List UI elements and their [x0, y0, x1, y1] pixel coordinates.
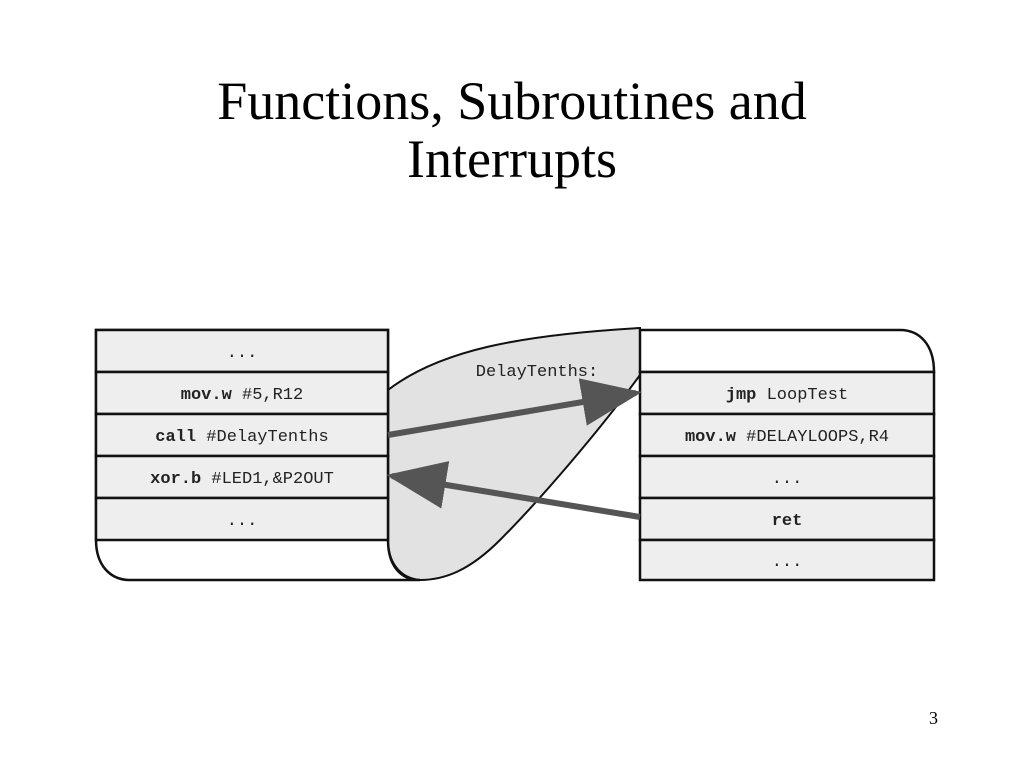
right-cell-4-text: ret	[772, 512, 803, 531]
slide-title-line-2: Interrupts	[407, 129, 617, 189]
right-cell-2	[638, 412, 936, 458]
right-stack: jmp LoopTest mov.w #DELAYLOOPS,R4 ... re…	[638, 370, 936, 582]
left-cell-2	[94, 370, 390, 416]
right-stack-label: DelayTenths:	[476, 363, 598, 382]
slide-title-line-1: Functions, Subroutines and	[217, 71, 807, 131]
right-cell-3-text: ...	[772, 470, 803, 489]
left-cell-1-text: ...	[227, 344, 258, 363]
left-cell-5-text: ...	[227, 512, 258, 531]
left-cell-1	[94, 328, 390, 374]
right-cell-3	[638, 454, 936, 500]
right-cell-5-text: ...	[772, 553, 803, 572]
left-cell-5	[94, 496, 390, 542]
right-stack-header	[638, 328, 936, 374]
return-arrow	[386, 461, 641, 520]
right-cell-2-text: mov.w #DELAYLOOPS,R4	[685, 428, 889, 447]
left-cell-3-text: call #DelayTenths	[155, 428, 328, 447]
left-stack: ... mov.w #5,R12 call #DelayTenths xor.b…	[94, 328, 390, 542]
right-cell-5	[638, 538, 936, 582]
right-cell-4	[638, 496, 936, 542]
left-cell-4-text: xor.b #LED1,&P2OUT	[150, 470, 334, 489]
right-cell-1-text: jmp LoopTest	[726, 386, 848, 405]
left-cell-4	[94, 454, 390, 500]
slide-title: Functions, Subroutines and Interrupts	[0, 72, 1024, 188]
call-arrow	[387, 378, 642, 438]
left-cell-2-text: mov.w #5,R12	[181, 386, 303, 405]
slide-number: 3	[929, 708, 938, 728]
right-cell-1	[638, 370, 936, 416]
